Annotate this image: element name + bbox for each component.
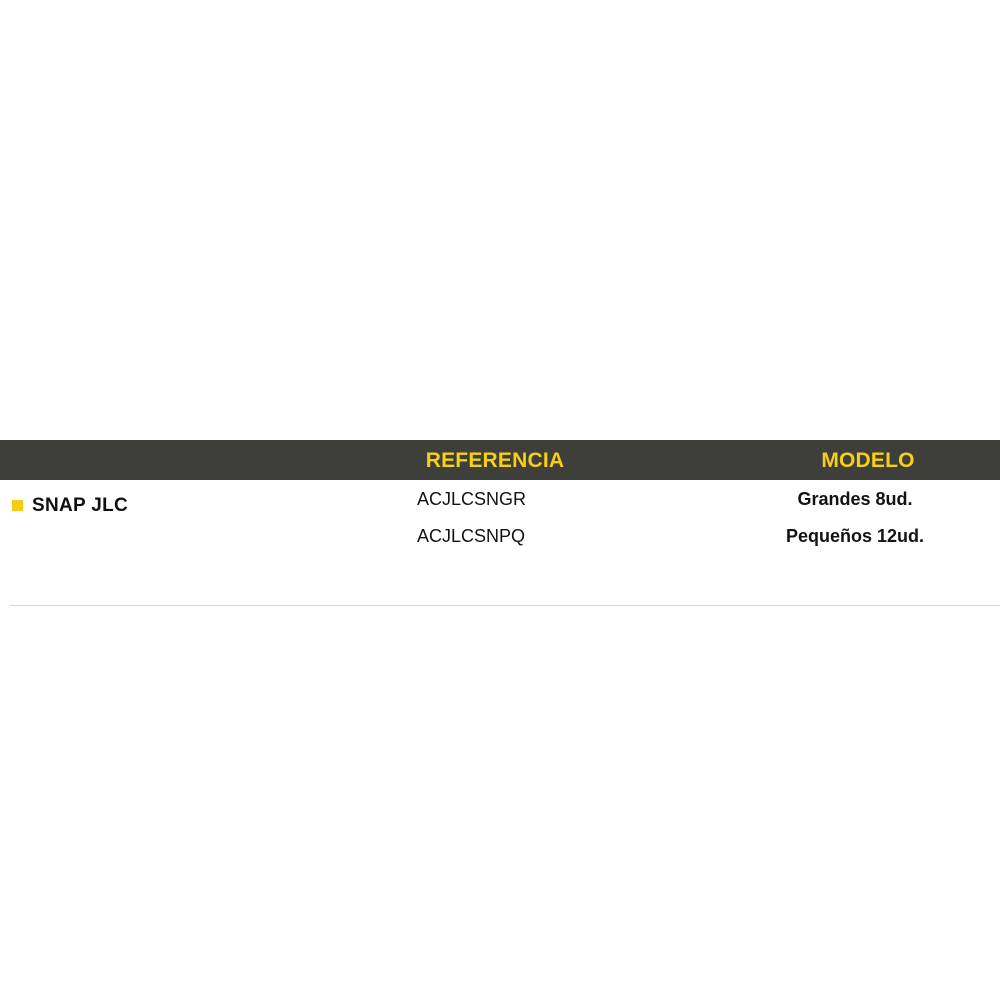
table-header-bar: REFERENCIA MODELO [0, 440, 1000, 480]
product-name-label: SNAP JLC [32, 495, 129, 516]
product-spec-table: REFERENCIA MODELO SNAP JLC ACJLCSNGR Gra… [0, 440, 1000, 606]
modelo-value: Pequeños 12ud. [785, 525, 925, 546]
header-label-modelo: MODELO [821, 448, 915, 472]
referencia-value: ACJLCSNPQ [417, 525, 526, 546]
table-row: ACJLCSNGR Grandes 8ud. [0, 480, 1000, 517]
header-cell-referencia: REFERENCIA [330, 440, 660, 480]
cell-modelo: Pequeños 12ud. [700, 517, 1000, 554]
header-cell-product [0, 440, 330, 480]
cell-modelo: Grandes 8ud. [700, 480, 1000, 517]
table-body: SNAP JLC ACJLCSNGR Grandes 8ud. ACJLCSNP… [0, 480, 1000, 606]
header-label-referencia: REFERENCIA [425, 448, 565, 472]
cell-referencia: ACJLCSNGR [417, 480, 526, 517]
modelo-value: Grandes 8ud. [797, 488, 913, 509]
referencia-value: ACJLCSNGR [417, 488, 527, 509]
table-row: ACJLCSNPQ Pequeños 12ud. [0, 517, 1000, 554]
cell-referencia: ACJLCSNPQ [417, 517, 525, 554]
header-cell-modelo: MODELO [700, 440, 1000, 480]
table-bottom-divider [10, 605, 1000, 606]
product-cell: SNAP JLC [12, 496, 128, 515]
square-bullet-icon [12, 500, 23, 511]
